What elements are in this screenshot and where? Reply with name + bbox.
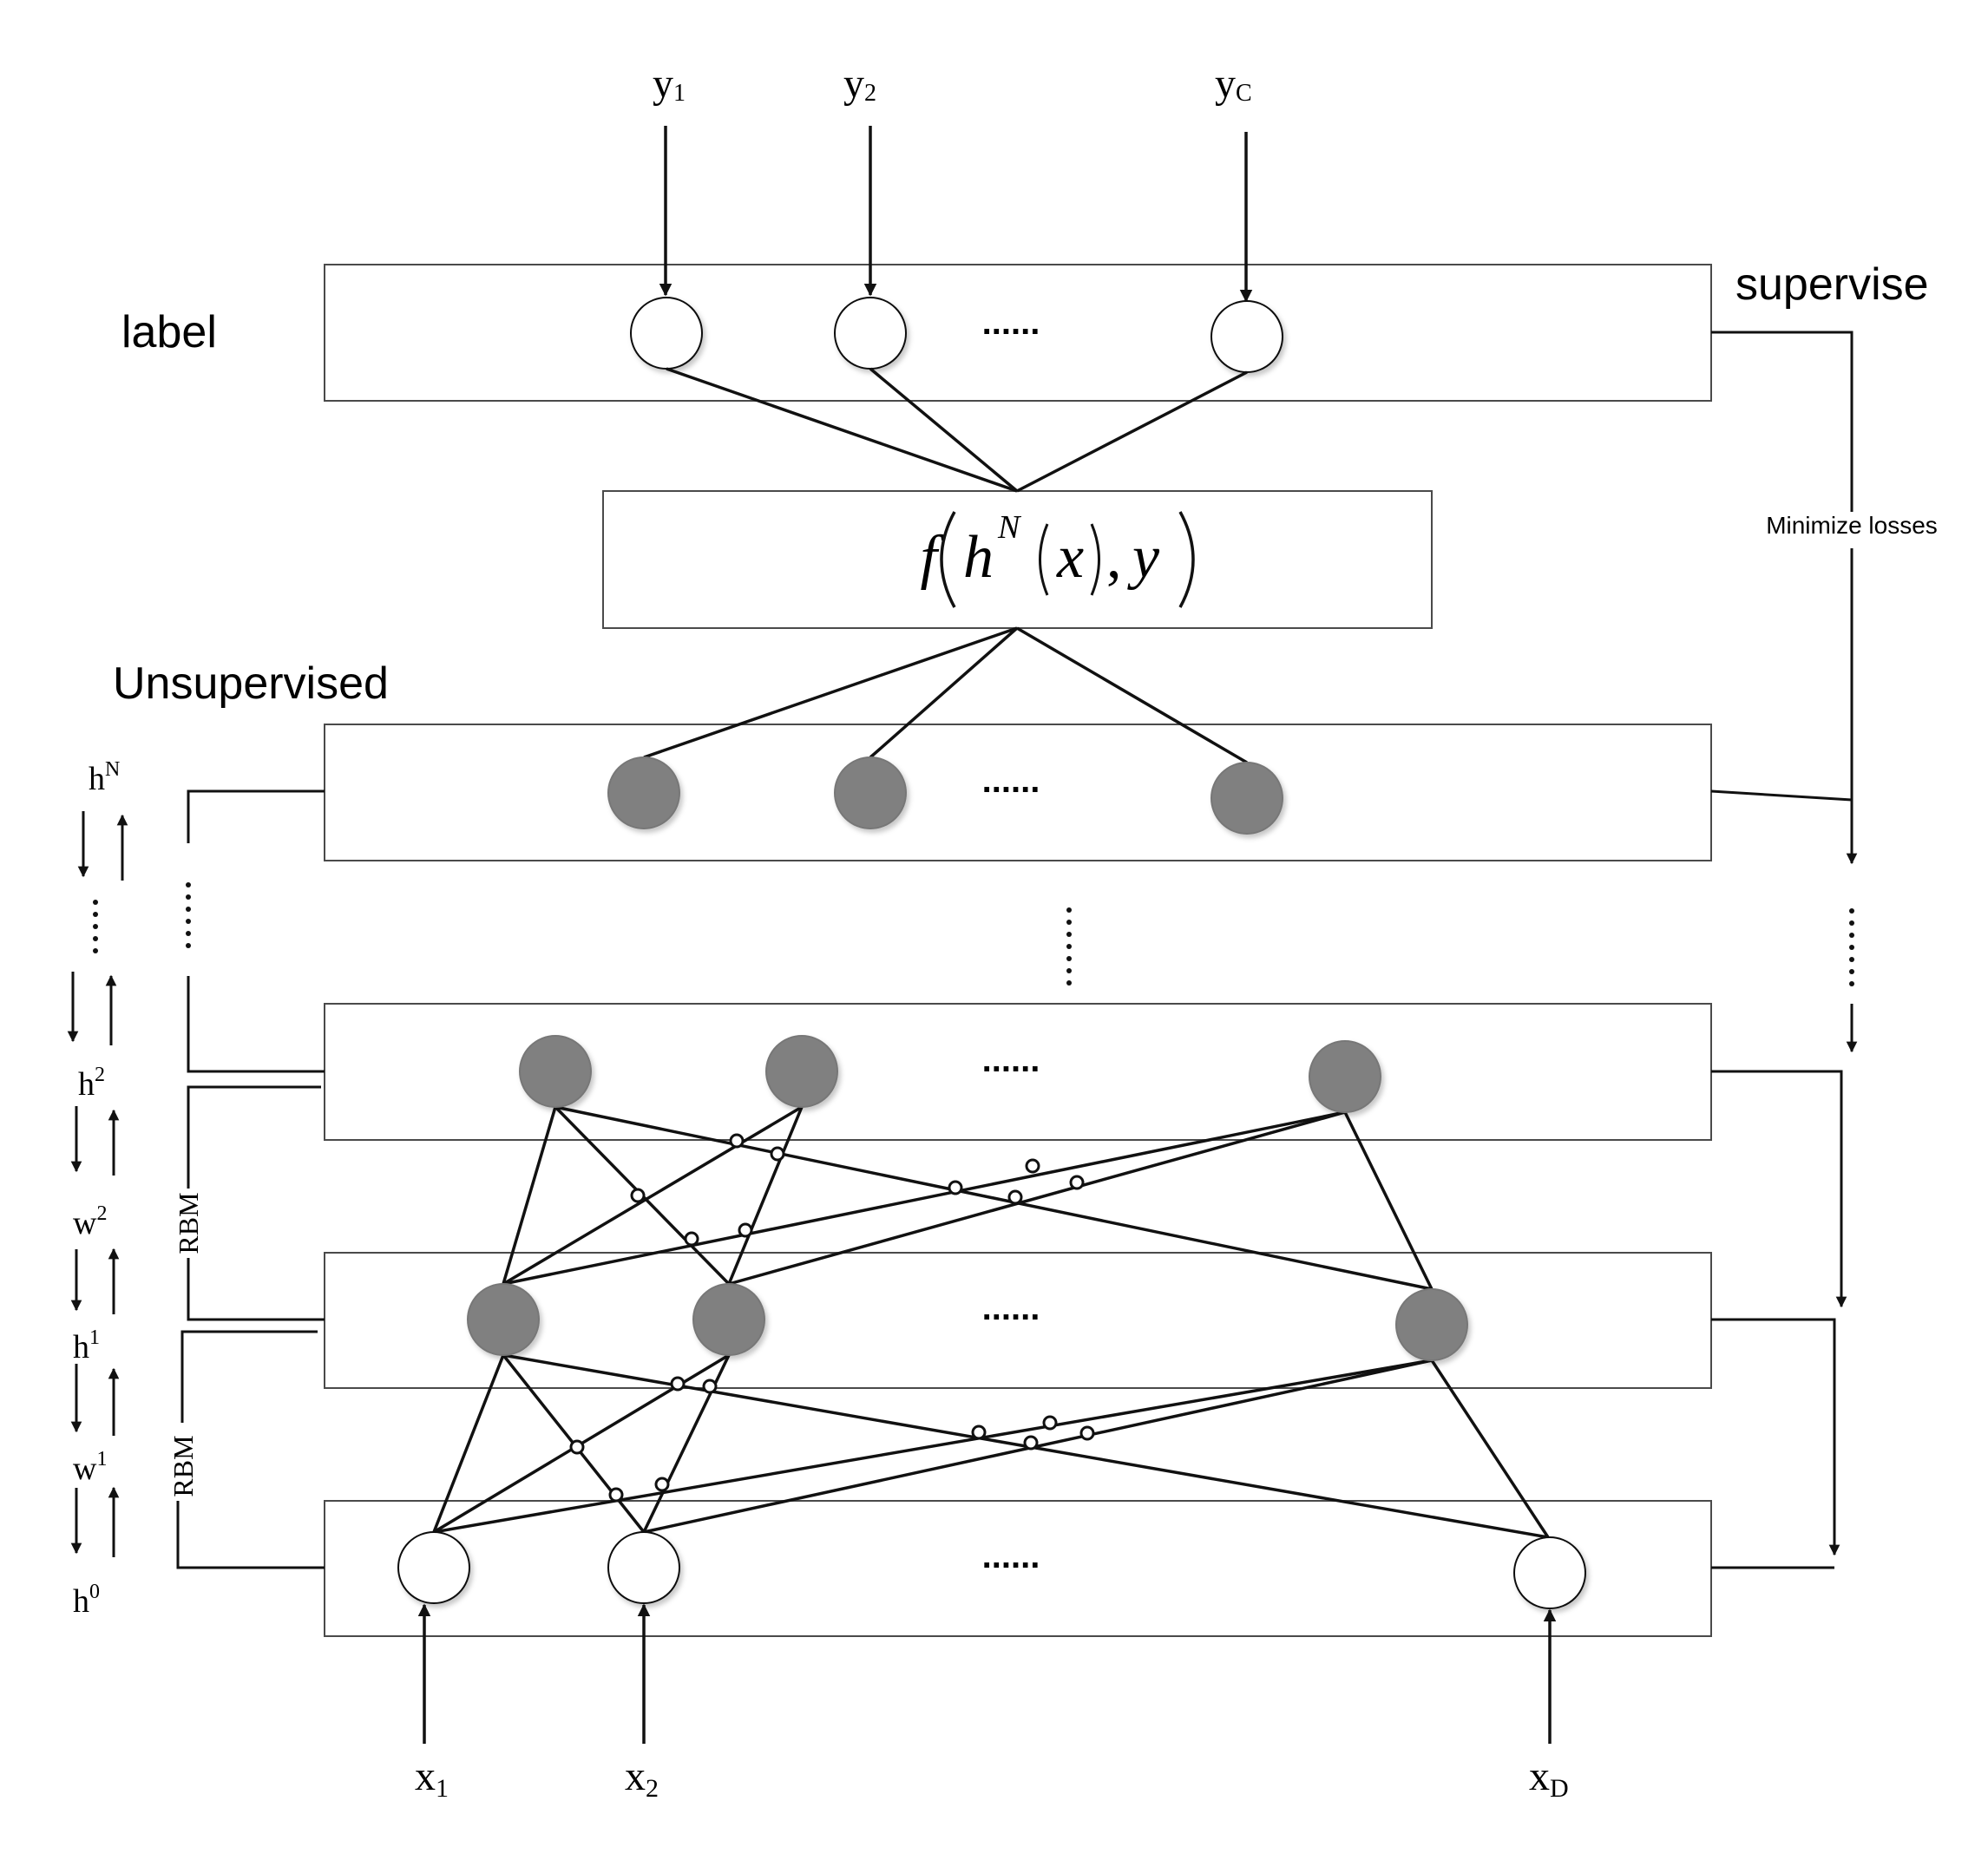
input-label-x1: x1 [415, 1753, 449, 1803]
hidden-layer-n-box [324, 724, 1712, 861]
input-ellipsis: ...... [982, 1537, 1040, 1575]
svg-text:N: N [997, 509, 1022, 546]
input-layer-box [324, 1500, 1712, 1637]
input-node-1 [397, 1531, 470, 1604]
input-node-2 [607, 1531, 680, 1604]
output-label-y1: y1 [653, 61, 686, 107]
svg-text:h: h [963, 524, 994, 591]
hidden-n-node-n [1211, 762, 1283, 835]
hidden-2-node-n [1309, 1040, 1381, 1113]
output-label-yc: yC [1215, 61, 1252, 107]
label-ellipsis: ...... [982, 304, 1040, 342]
left-bracket-lines [176, 789, 325, 1569]
label-node-1 [630, 297, 703, 370]
label-to-loss-edge [666, 367, 1018, 493]
side-label-w2: w2 [73, 1202, 107, 1241]
weights-w1 [432, 1353, 1550, 1539]
supervise-path [1710, 331, 1858, 1569]
input-label-x2: x2 [625, 1753, 659, 1803]
label-to-loss-edge [869, 367, 1019, 493]
loss-to-hidden-edge [1016, 626, 1248, 764]
minimize-losses-label: Minimize losses [1766, 512, 1938, 539]
label-layer-title: label [121, 307, 217, 357]
svg-text:y: y [1127, 524, 1160, 591]
hidden-2-node-2 [765, 1035, 838, 1108]
loss-to-hidden-edge [643, 626, 1018, 759]
rbm-label-lower: RBM [167, 1435, 199, 1497]
hidden-n-node-1 [607, 756, 680, 829]
label-node-2 [834, 297, 907, 370]
label-to-loss-edge [1016, 370, 1248, 493]
updown-arrows [67, 811, 128, 1557]
side-label-hn: hN [89, 758, 120, 797]
hidden-2-node-1 [519, 1035, 592, 1108]
side-label-h2: h2 [78, 1064, 105, 1103]
unsupervised-title: Unsupervised [113, 658, 389, 709]
hidden-1-node-n [1395, 1288, 1468, 1361]
loss-function-box [602, 490, 1433, 629]
side-label-h0: h0 [73, 1581, 100, 1620]
output-label-y2: y2 [843, 61, 876, 107]
hidden-2-ellipsis: ...... [982, 1041, 1040, 1079]
rbm-label-upper: RBM [173, 1192, 204, 1254]
svg-text:x: x [1056, 524, 1084, 591]
hidden-n-node-2 [834, 756, 907, 829]
loss-to-hidden-edge [869, 626, 1019, 759]
supervise-title: supervise [1735, 259, 1929, 310]
vertical-ellipsis [1066, 907, 1072, 986]
hidden-1-ellipsis: ...... [982, 1289, 1040, 1327]
input-node-d [1513, 1536, 1586, 1609]
hidden-1-node-2 [692, 1283, 765, 1356]
side-label-w1: w1 [73, 1448, 107, 1487]
label-node-c [1211, 300, 1283, 373]
side-label-h1: h1 [73, 1326, 100, 1366]
input-label-xd: xD [1529, 1753, 1569, 1803]
weights-w2 [502, 1105, 1434, 1291]
label-layer-box [324, 264, 1712, 402]
hidden-1-node-1 [467, 1283, 540, 1356]
hidden-n-ellipsis: ...... [982, 762, 1040, 800]
svg-text:,: , [1106, 524, 1122, 591]
